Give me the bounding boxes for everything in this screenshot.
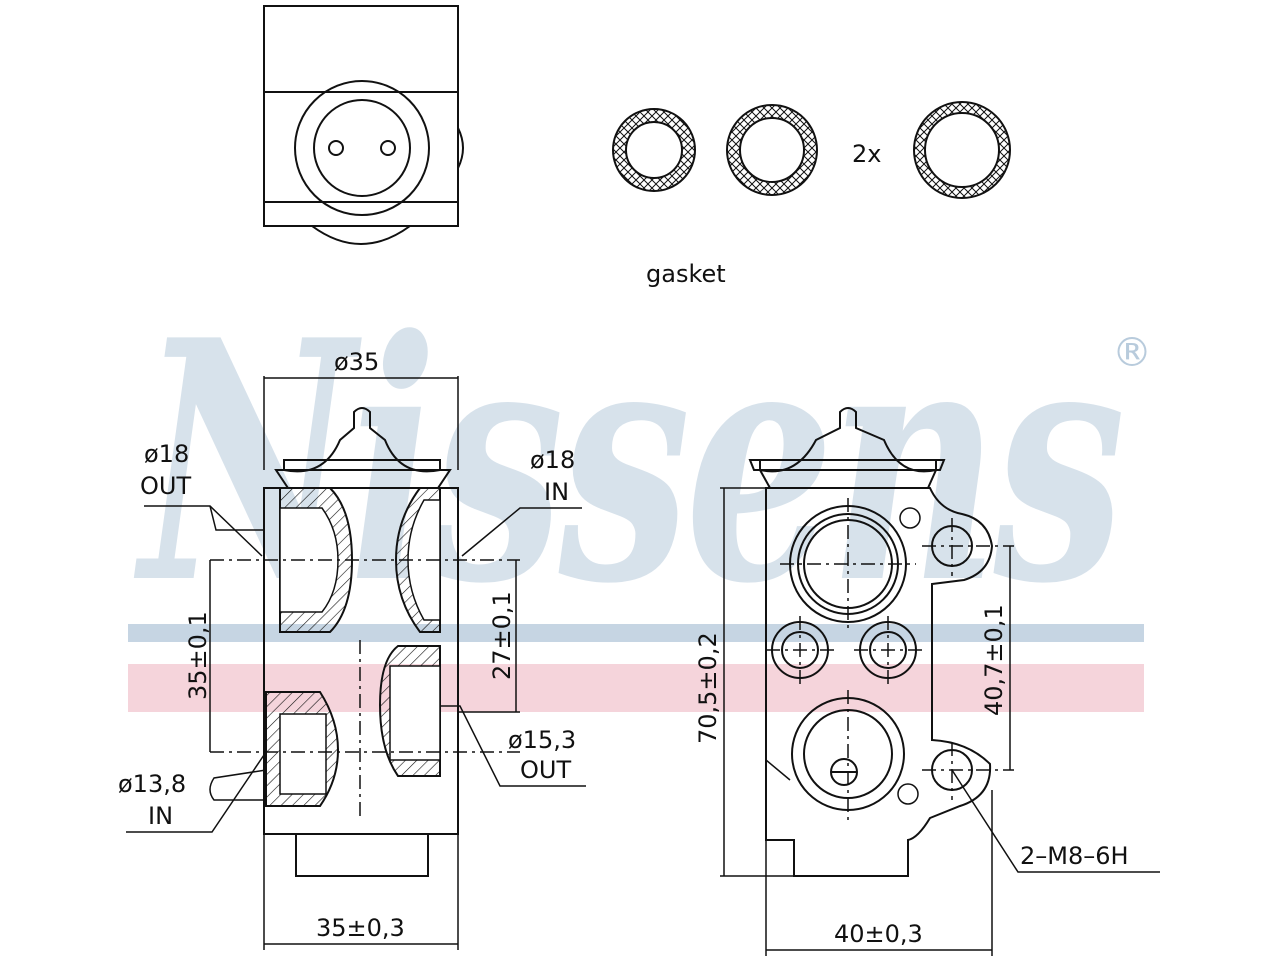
gasket-ring-2 [726, 104, 818, 196]
label-in-top-size: ø18 [530, 446, 575, 474]
top-view-outer-ring [294, 80, 430, 216]
top-view-inner-ring [313, 99, 411, 197]
top-view-pin-left [328, 140, 344, 156]
gasket-ring-1 [612, 108, 696, 192]
label-out-top-dir: OUT [140, 472, 191, 500]
dim-front-width: 40±0,3 [834, 920, 923, 948]
top-view [263, 5, 464, 245]
side-view: ø35 35±0,1 27±0,1 ø18 OUT [118, 348, 586, 950]
front-small-port-right [854, 616, 922, 684]
label-in-bottom-size: ø13,8 [118, 770, 186, 798]
gasket-caption: gasket [646, 260, 726, 288]
label-out-bottom-size: ø15,3 [508, 726, 576, 754]
dim-port-spacing: 27±0,1 [488, 591, 516, 680]
label-out-bottom-dir: OUT [520, 756, 571, 784]
watermark-registered-mark: ® [1112, 330, 1152, 376]
label-in-bottom-dir: IN [148, 802, 173, 830]
side-view-bottom-plug [295, 833, 429, 877]
top-view-pin-right [380, 140, 396, 156]
dim-front-height: 70,5±0,2 [694, 632, 722, 744]
dim-side-width: 35±0,3 [316, 914, 405, 942]
label-out-top-size: ø18 [144, 440, 189, 468]
top-view-side-tab [457, 127, 464, 169]
front-view: 40,7±0,1 70,5±0,2 2–M8–6H 40±0,3 [694, 407, 1160, 956]
front-view-body [765, 487, 994, 877]
gasket-count-label: 2x [852, 140, 881, 168]
label-in-top-dir: IN [544, 478, 569, 506]
top-view-bottom-arc [311, 225, 411, 245]
dim-top-diameter: ø35 [334, 348, 379, 376]
top-view-body [263, 5, 459, 227]
gasket-group: 2x gasket [612, 101, 1011, 288]
dim-port-height: 35±0,1 [184, 611, 212, 700]
dim-hole-spacing: 40,7±0,1 [980, 604, 1008, 716]
watermark-blue-band [128, 624, 1144, 642]
front-small-port-left [766, 616, 834, 684]
thread-note: 2–M8–6H [1020, 842, 1129, 870]
gasket-ring-3 [913, 101, 1011, 199]
